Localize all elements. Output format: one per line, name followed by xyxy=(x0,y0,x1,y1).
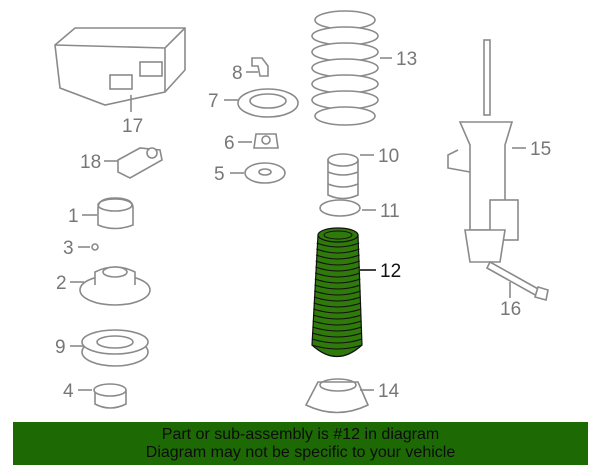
boot-rib xyxy=(316,242,360,248)
callout-5[interactable]: 5 xyxy=(214,164,225,185)
callout-14[interactable]: 14 xyxy=(378,381,400,402)
callout-18[interactable]: 18 xyxy=(80,152,101,173)
part-7-spring-seat[interactable]: 7 xyxy=(208,88,299,118)
boot-rib xyxy=(314,290,361,296)
callout-7[interactable]: 7 xyxy=(208,91,219,112)
callout-11[interactable]: 11 xyxy=(380,201,400,222)
part-11-o-ring[interactable]: 11 xyxy=(319,199,400,222)
boot-rib xyxy=(314,278,361,284)
part-13-coil-spring[interactable]: 13 xyxy=(311,10,417,126)
part-8-fitting[interactable]: 8 xyxy=(232,57,269,84)
callout-9[interactable]: 9 xyxy=(55,337,66,358)
callout-1[interactable]: 1 xyxy=(68,206,79,227)
callout-3[interactable]: 3 xyxy=(63,238,74,259)
part-15-strut-assembly[interactable]: 15 xyxy=(447,39,551,263)
callout-16[interactable]: 16 xyxy=(500,299,521,320)
part-9-bearing[interactable]: 9 xyxy=(55,329,149,367)
boot-rib xyxy=(312,326,362,332)
boot-rib xyxy=(316,248,360,254)
part-10-jounce-bumper[interactable]: 10 xyxy=(327,146,399,200)
boot-rib xyxy=(311,332,363,338)
boot-rib xyxy=(314,272,361,278)
part-3-nut[interactable]: 3 xyxy=(63,238,99,259)
callout-15[interactable]: 15 xyxy=(530,139,551,160)
part-1-bumper[interactable]: 1 xyxy=(68,197,134,230)
boot-rib xyxy=(313,308,362,314)
part-12-dust-boot[interactable]: 12 xyxy=(311,227,402,358)
callout-8[interactable]: 8 xyxy=(232,63,243,84)
part-17-control-module[interactable]: 17 xyxy=(54,27,186,137)
part-2-strut-mount[interactable]: 2 xyxy=(56,266,151,306)
notice-banner: Part or sub-assembly is #12 in diagram D… xyxy=(13,422,588,465)
boot-rib xyxy=(313,302,362,308)
callout-10[interactable]: 10 xyxy=(378,146,399,167)
boot-rib xyxy=(315,254,360,260)
boot-rib xyxy=(314,284,361,290)
callout-6[interactable]: 6 xyxy=(224,133,235,154)
callout-17[interactable]: 17 xyxy=(122,116,143,137)
part-5-washer[interactable]: 5 xyxy=(214,162,286,185)
boot-rib xyxy=(312,314,362,320)
callout-12[interactable]: 12 xyxy=(380,261,401,282)
callout-13[interactable]: 13 xyxy=(396,49,417,70)
part-4-cap[interactable]: 4 xyxy=(63,381,127,409)
banner-line-1: Part or sub-assembly is #12 in diagram xyxy=(161,426,440,443)
callout-4[interactable]: 4 xyxy=(63,381,74,402)
part-14-lower-seat[interactable]: 14 xyxy=(304,378,400,414)
boot-rib xyxy=(311,338,363,344)
boot-rib xyxy=(312,320,362,326)
callout-2[interactable]: 2 xyxy=(56,273,67,294)
boot-rib xyxy=(311,344,363,350)
banner-line-2: Diagram may not be specific to your vehi… xyxy=(145,444,456,461)
boot-rib xyxy=(315,260,360,266)
part-18-bracket[interactable]: 18 xyxy=(80,147,163,179)
part-6-nut[interactable]: 6 xyxy=(224,133,279,154)
part-16-bolt[interactable]: 16 xyxy=(485,260,549,320)
boot-rib xyxy=(315,266,361,272)
boot-rib xyxy=(313,296,362,302)
